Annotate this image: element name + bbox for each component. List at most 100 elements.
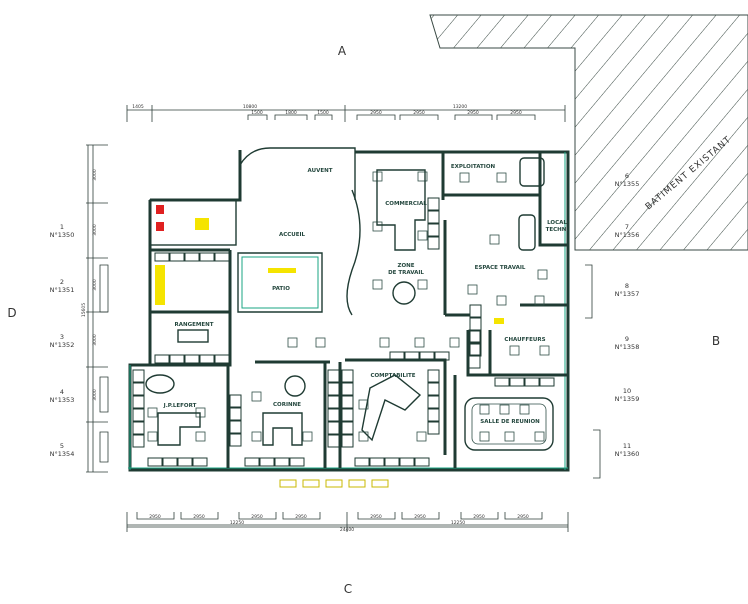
furniture-chair <box>509 345 520 356</box>
dimension-text: 12250 <box>230 520 244 526</box>
storage-unit <box>509 377 525 387</box>
washbasin-highlight <box>195 218 209 230</box>
furniture-chair <box>499 404 510 415</box>
furniture-chair <box>358 399 369 410</box>
sanitary-block <box>149 199 504 324</box>
highlight-marker <box>155 265 165 305</box>
furniture-chair <box>147 431 158 442</box>
highlight-marker <box>268 268 296 273</box>
dimension-text: 3000 <box>92 169 98 181</box>
dimension-text: 24400 <box>340 527 354 533</box>
storage-unit <box>354 457 370 467</box>
furniture-chair <box>147 407 158 418</box>
furniture-chair <box>537 269 548 280</box>
oval-table <box>145 374 175 394</box>
dimension-text: 2950 <box>467 110 479 116</box>
dimension-text: 2950 <box>413 110 425 116</box>
room-label-patio: PATIO <box>272 286 290 292</box>
storage-unit <box>199 354 215 364</box>
storage-unit <box>341 421 354 435</box>
axis-ref: N°1354 <box>50 450 75 458</box>
desk <box>361 374 422 442</box>
furniture-chair <box>358 431 369 442</box>
room-label-jp-lefort: J.P.LEFORT <box>163 403 197 409</box>
storage-cabinet <box>177 329 209 343</box>
grid-label-left: D <box>7 306 16 320</box>
storage-unit <box>259 457 275 467</box>
dimension-text: 2950 <box>370 514 382 520</box>
axis-number: 1 <box>60 223 64 231</box>
furniture-chair <box>496 295 507 306</box>
toilet-icon <box>156 222 164 231</box>
storage-unit <box>427 223 440 237</box>
storage-unit <box>154 252 170 262</box>
storage-unit <box>469 317 482 331</box>
storage-unit <box>327 434 340 448</box>
storage-unit <box>384 457 400 467</box>
storage-unit <box>369 457 385 467</box>
grid-label-bottom: C <box>344 582 352 596</box>
axis-ref: N°1359 <box>615 395 640 403</box>
dimension-text: 2950 <box>193 514 205 520</box>
room-label-local-technique-2: TECHN. <box>546 227 569 233</box>
axis-number: 2 <box>60 278 64 286</box>
room-label-zone-travail-2: DE TRAVAIL <box>388 270 424 276</box>
dimension-text: 2950 <box>149 514 161 520</box>
grid-label-top: A <box>338 44 347 58</box>
storage-unit <box>214 252 230 262</box>
existing-building: BATIMENT EXISTANT <box>429 14 748 251</box>
storage-unit <box>468 355 481 369</box>
dimension-text: 2950 <box>473 514 485 520</box>
storage-unit <box>132 434 145 448</box>
furniture-chair <box>417 230 428 241</box>
storage-unit <box>494 377 510 387</box>
storage-unit <box>132 369 145 383</box>
axis-ref: N°1352 <box>50 341 75 349</box>
storage-unit <box>154 354 170 364</box>
storage-unit <box>229 407 242 421</box>
storage-unit <box>468 329 481 343</box>
storage-unit <box>434 351 450 361</box>
furniture-chair <box>417 171 428 182</box>
storage-unit <box>468 342 481 356</box>
storage-unit <box>229 433 242 447</box>
furniture-chair <box>416 431 427 442</box>
storage-unit <box>524 377 540 387</box>
furniture-chair <box>489 234 500 245</box>
furniture-chair <box>372 279 383 290</box>
storage-unit <box>327 382 340 396</box>
axis-number: 9 <box>625 335 629 343</box>
storage-unit <box>427 382 440 396</box>
furniture-chair <box>449 337 460 348</box>
axis-ref: N°1353 <box>50 396 75 404</box>
storage-unit <box>169 252 185 262</box>
storage-unit <box>341 395 354 409</box>
table <box>518 214 536 251</box>
equipment-box <box>348 479 366 488</box>
storage-unit <box>289 457 305 467</box>
storage-unit <box>132 395 145 409</box>
axis-number: 4 <box>60 388 64 396</box>
room-label-chauffeurs: CHAUFFEURS <box>504 337 545 343</box>
axis-number: 7 <box>625 223 629 231</box>
dimension-text: 1405 <box>132 104 144 110</box>
storage-unit <box>414 457 430 467</box>
dimension-text: 3000 <box>92 389 98 401</box>
furniture-chair <box>504 431 515 442</box>
axis-number: 5 <box>60 442 64 450</box>
dimension-text: 2950 <box>510 110 522 116</box>
axis-number: 8 <box>625 282 629 290</box>
storage-unit <box>341 369 354 383</box>
furniture-chair <box>479 404 490 415</box>
storage-unit <box>162 457 178 467</box>
axis-number: 3 <box>60 333 64 341</box>
dimension-text: 2950 <box>251 514 263 520</box>
room-labels: AUVENT ACCUEIL PATIO COMMERCIAL ZONE DE … <box>163 164 569 425</box>
desk <box>157 412 201 446</box>
storage-unit <box>427 395 440 409</box>
storage-unit <box>427 197 440 211</box>
storage-unit <box>389 351 405 361</box>
desk <box>262 412 303 446</box>
storage-unit <box>469 343 482 357</box>
furniture <box>132 171 555 488</box>
